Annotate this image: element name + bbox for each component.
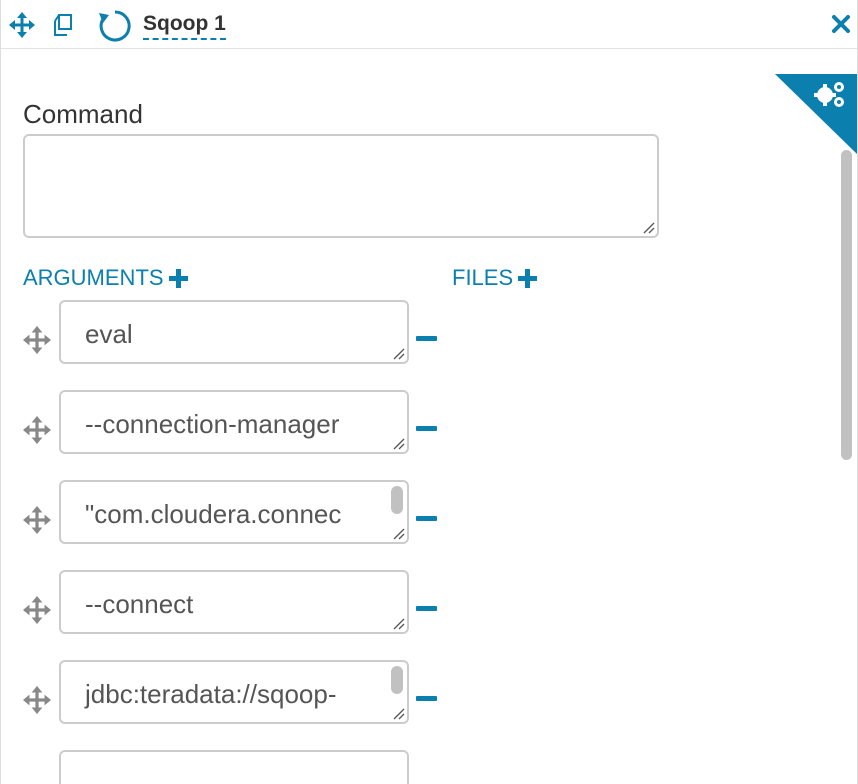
files-label: FILES xyxy=(452,265,514,290)
refresh-icon[interactable] xyxy=(98,9,132,43)
properties-corner-button[interactable] xyxy=(775,74,857,154)
copy-icon[interactable] xyxy=(51,12,77,38)
argument-scrollbar[interactable] xyxy=(391,666,403,694)
argument-value: jdbc:teradata://sqoop- xyxy=(85,679,337,709)
argument-row: --connection-manager xyxy=(1,390,451,454)
add-file-link[interactable]: FILES xyxy=(452,265,538,291)
resize-grip-icon[interactable] xyxy=(391,526,405,540)
close-icon[interactable] xyxy=(832,15,850,33)
resize-grip-icon[interactable] xyxy=(391,706,405,720)
remove-argument-button[interactable] xyxy=(416,516,437,521)
argument-value: --connection-manager xyxy=(85,409,340,439)
argument-row: --connect xyxy=(1,570,451,634)
panel-scrollbar[interactable] xyxy=(841,150,852,460)
plus-icon xyxy=(518,268,538,288)
argument-input[interactable] xyxy=(59,750,409,784)
resize-grip-icon[interactable] xyxy=(391,436,405,450)
action-header: Sqoop 1 xyxy=(1,0,857,49)
resize-grip-icon[interactable] xyxy=(391,346,405,360)
drag-handle-icon[interactable] xyxy=(23,326,51,354)
remove-argument-button[interactable] xyxy=(416,426,437,431)
argument-row: jdbc:teradata://sqoop- xyxy=(1,660,451,724)
arguments-label: ARGUMENTS xyxy=(23,265,164,290)
remove-argument-button[interactable] xyxy=(416,606,437,611)
command-textarea[interactable] xyxy=(23,134,659,238)
argument-row xyxy=(1,750,451,784)
argument-input[interactable]: "com.cloudera.connec xyxy=(59,480,409,544)
argument-input[interactable]: --connection-manager xyxy=(59,390,409,454)
argument-value: eval xyxy=(85,319,133,349)
argument-row: eval xyxy=(1,300,451,364)
remove-argument-button[interactable] xyxy=(416,336,437,341)
move-icon[interactable] xyxy=(9,12,35,38)
argument-row: "com.cloudera.connec xyxy=(1,480,451,544)
action-title[interactable]: Sqoop 1 xyxy=(143,12,226,40)
argument-scrollbar[interactable] xyxy=(391,486,403,514)
add-argument-link[interactable]: ARGUMENTS xyxy=(23,265,188,291)
resize-grip-icon[interactable] xyxy=(641,220,655,234)
command-label: Command xyxy=(23,99,143,129)
argument-value: "com.cloudera.connec xyxy=(85,499,342,529)
remove-argument-button[interactable] xyxy=(416,696,437,701)
drag-handle-icon[interactable] xyxy=(23,686,51,714)
resize-grip-icon[interactable] xyxy=(391,616,405,630)
argument-input[interactable]: --connect xyxy=(59,570,409,634)
drag-handle-icon[interactable] xyxy=(23,506,51,534)
gears-icon xyxy=(814,82,844,107)
argument-input[interactable]: eval xyxy=(59,300,409,364)
drag-handle-icon[interactable] xyxy=(23,416,51,444)
drag-handle-icon[interactable] xyxy=(23,596,51,624)
plus-icon xyxy=(168,268,188,288)
argument-value: --connect xyxy=(85,589,194,619)
argument-input[interactable]: jdbc:teradata://sqoop- xyxy=(59,660,409,724)
